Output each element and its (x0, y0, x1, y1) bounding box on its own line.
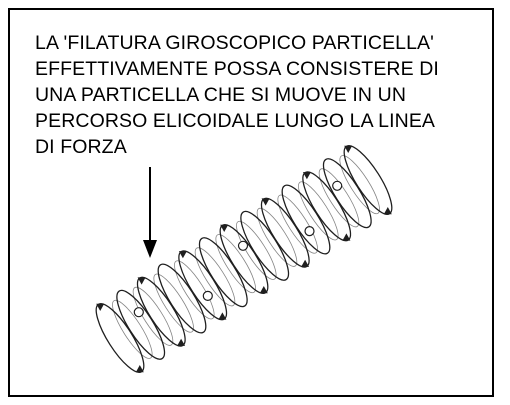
direction-arrowhead-icon (218, 312, 227, 320)
caption-line-5: DI FORZA (35, 136, 127, 158)
helix-back-loop (132, 286, 174, 346)
direction-arrowhead-icon (383, 207, 392, 215)
direction-arrowhead-icon (259, 286, 268, 294)
direction-arrowhead-icon (302, 172, 311, 180)
diagram-frame (8, 8, 494, 397)
direction-arrowhead-group (96, 145, 392, 373)
direction-arrowhead-icon (261, 198, 270, 206)
caption-line-3: UNA PARTICELLA CHE SI MUOVE IN UN (35, 84, 407, 106)
helix-back-loop (194, 247, 236, 307)
helical-path-icon (95, 145, 393, 373)
particle-dot-icon (202, 290, 213, 301)
caption-line-4: PERCORSO ELICOIDALE LUNGO LA LINEA (35, 110, 436, 132)
particle-dot-icon (133, 307, 144, 318)
helix-back-loop (112, 299, 153, 359)
particle-dot-group (133, 180, 343, 318)
helix-back-loop (277, 194, 318, 254)
helix-back-loop (339, 155, 380, 215)
direction-arrowhead-icon (137, 277, 146, 285)
helix-back-loop (318, 168, 360, 228)
direction-arrowhead-icon (301, 259, 310, 267)
direction-arrowhead-icon (344, 145, 353, 153)
helix-back-loop (215, 234, 256, 294)
down-arrow-icon (143, 167, 157, 258)
caption-line-2: EFFETTIVAMENTE POSSA CONSISTERE DI (35, 58, 439, 80)
helix-back-loop (153, 273, 194, 333)
particle-dot-icon (237, 240, 249, 251)
direction-arrowhead-icon (135, 365, 144, 373)
direction-arrowhead-icon (96, 303, 105, 311)
helix-back-loop (256, 207, 298, 267)
diagram-caption: LA 'FILATURA GIROSCOPICO PARTICELLA' EFF… (35, 30, 490, 160)
particle-dot-icon (332, 180, 343, 191)
particle-dot-icon (304, 226, 315, 237)
helix-back-loop (174, 260, 215, 320)
helix-back-loop (298, 181, 339, 241)
caption-line-1: LA 'FILATURA GIROSCOPICO PARTICELLA' (35, 32, 434, 54)
direction-arrowhead-icon (178, 251, 187, 259)
helix-back-loop (236, 220, 277, 280)
direction-arrowhead-icon (342, 233, 351, 241)
direction-arrowhead-icon (177, 338, 186, 346)
direction-arrowhead-icon (220, 224, 229, 232)
